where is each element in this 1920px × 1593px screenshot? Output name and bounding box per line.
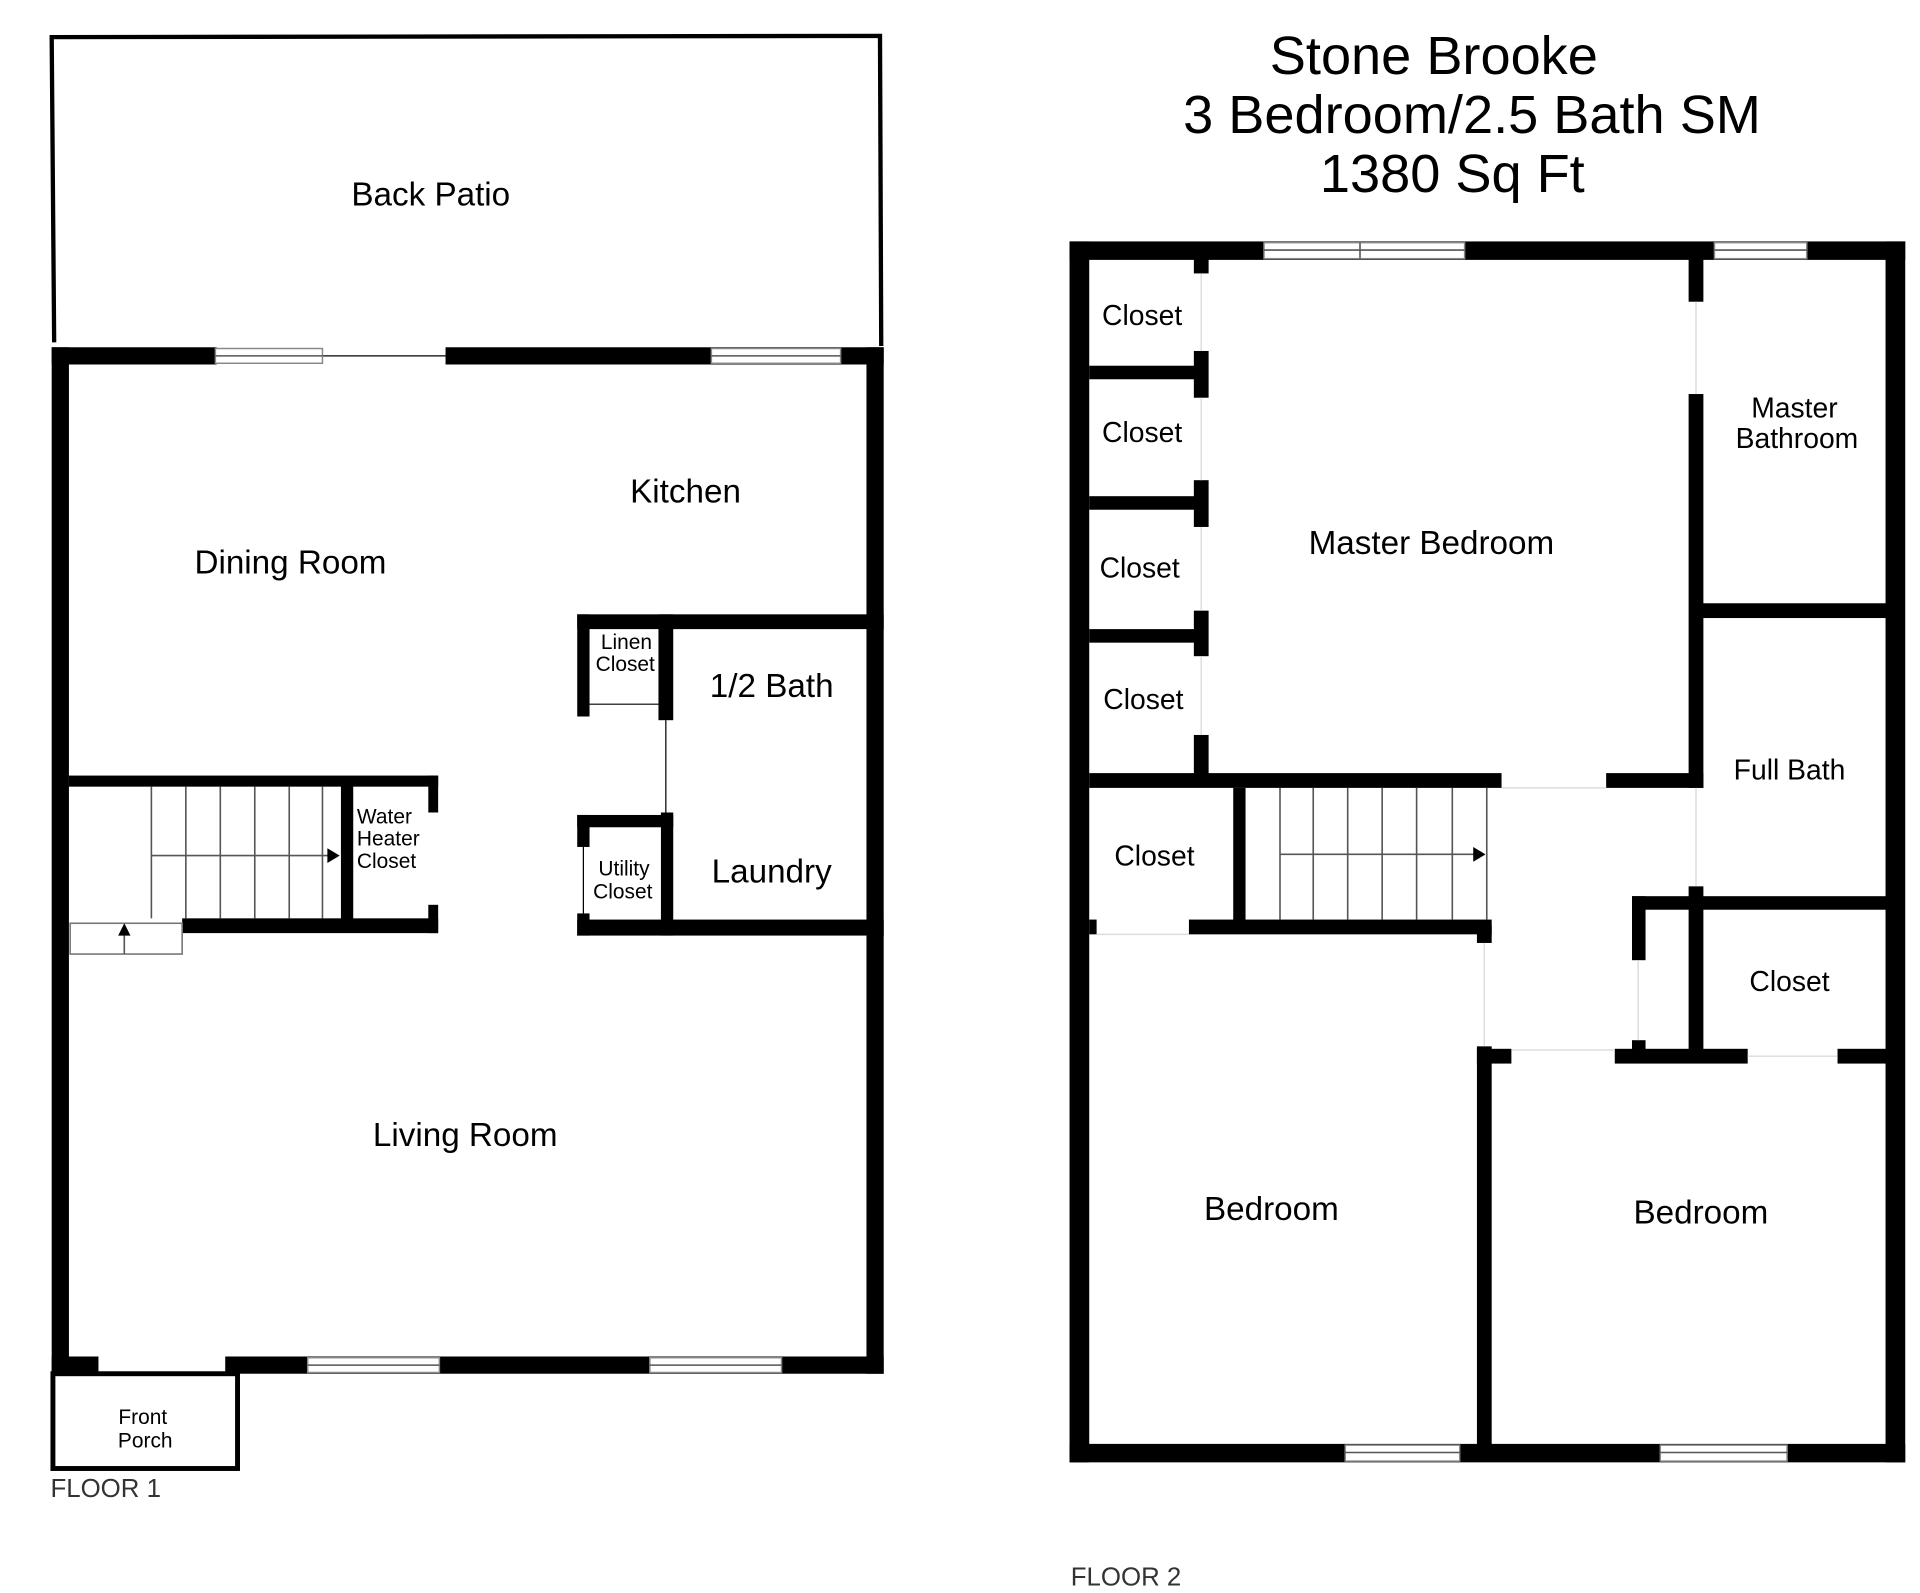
- floor-2: Closet Closet Closet Closet Closet Close…: [1069, 241, 1906, 1591]
- room-laundry: Laundry: [712, 854, 832, 891]
- room-kitchen: Kitchen: [630, 473, 741, 510]
- room-water-heater-3: Closet: [357, 850, 416, 873]
- room-full-bath: Full Bath: [1734, 753, 1846, 785]
- plan-title: Stone Brooke 3 Bedroom/2.5 Bath SM 1380 …: [1183, 26, 1761, 204]
- title-layout: 3 Bedroom/2.5 Bath SM: [1183, 85, 1761, 145]
- room-closet-3: Closet: [1100, 551, 1180, 583]
- room-utility-closet-1: Utility: [598, 857, 650, 880]
- room-master-bathroom-2: Bathroom: [1736, 422, 1859, 454]
- room-water-heater-2: Heater: [357, 828, 420, 851]
- room-living-room: Living Room: [373, 1117, 558, 1154]
- room-linen-closet-2: Closet: [596, 653, 655, 676]
- floor-1-stairs: [69, 786, 340, 955]
- floor-2-windows: [1263, 241, 1808, 1462]
- room-bedroom-1: Bedroom: [1204, 1191, 1339, 1228]
- floor-1-windows: [214, 347, 842, 1374]
- room-master-bedroom: Master Bedroom: [1309, 525, 1555, 562]
- floor-2-stairs: [1279, 787, 1488, 920]
- floor-2-doors: [1096, 273, 1838, 1057]
- front-porch-outline: [50, 1371, 240, 1471]
- room-dining-room: Dining Room: [194, 545, 386, 582]
- room-half-bath: 1/2 Bath: [710, 668, 834, 705]
- stair-arrow-icon: [1473, 846, 1486, 862]
- stair-up-arrow-icon: [118, 923, 131, 936]
- floor-1: Back Patio Kitchen Dining Room Linen Clo…: [49, 33, 884, 1503]
- room-closet-2: Closet: [1102, 416, 1182, 448]
- room-closet-1: Closet: [1102, 299, 1182, 331]
- room-closet-6: Closet: [1749, 965, 1829, 997]
- stair-arrow-icon: [327, 848, 340, 863]
- title-area: 1380 Sq Ft: [1320, 144, 1585, 204]
- title-name: Stone Brooke: [1270, 26, 1598, 86]
- floor-2-walls: [1069, 241, 1906, 1463]
- room-linen-closet-1: Linen: [601, 631, 652, 654]
- room-front-porch-1: Front: [118, 1406, 167, 1429]
- room-utility-closet-2: Closet: [593, 881, 652, 904]
- floor-1-label: FLOOR 1: [50, 1475, 161, 1503]
- room-water-heater-1: Water: [357, 806, 412, 829]
- room-closet-4: Closet: [1103, 683, 1183, 715]
- room-closet-5: Closet: [1114, 839, 1194, 871]
- room-master-bathroom-1: Master: [1751, 391, 1837, 423]
- room-back-patio: Back Patio: [351, 177, 510, 214]
- room-bedroom-2: Bedroom: [1634, 1195, 1769, 1232]
- floor-2-label: FLOOR 2: [1071, 1563, 1182, 1591]
- room-front-porch-2: Porch: [118, 1430, 173, 1453]
- back-patio-outline: [49, 33, 884, 347]
